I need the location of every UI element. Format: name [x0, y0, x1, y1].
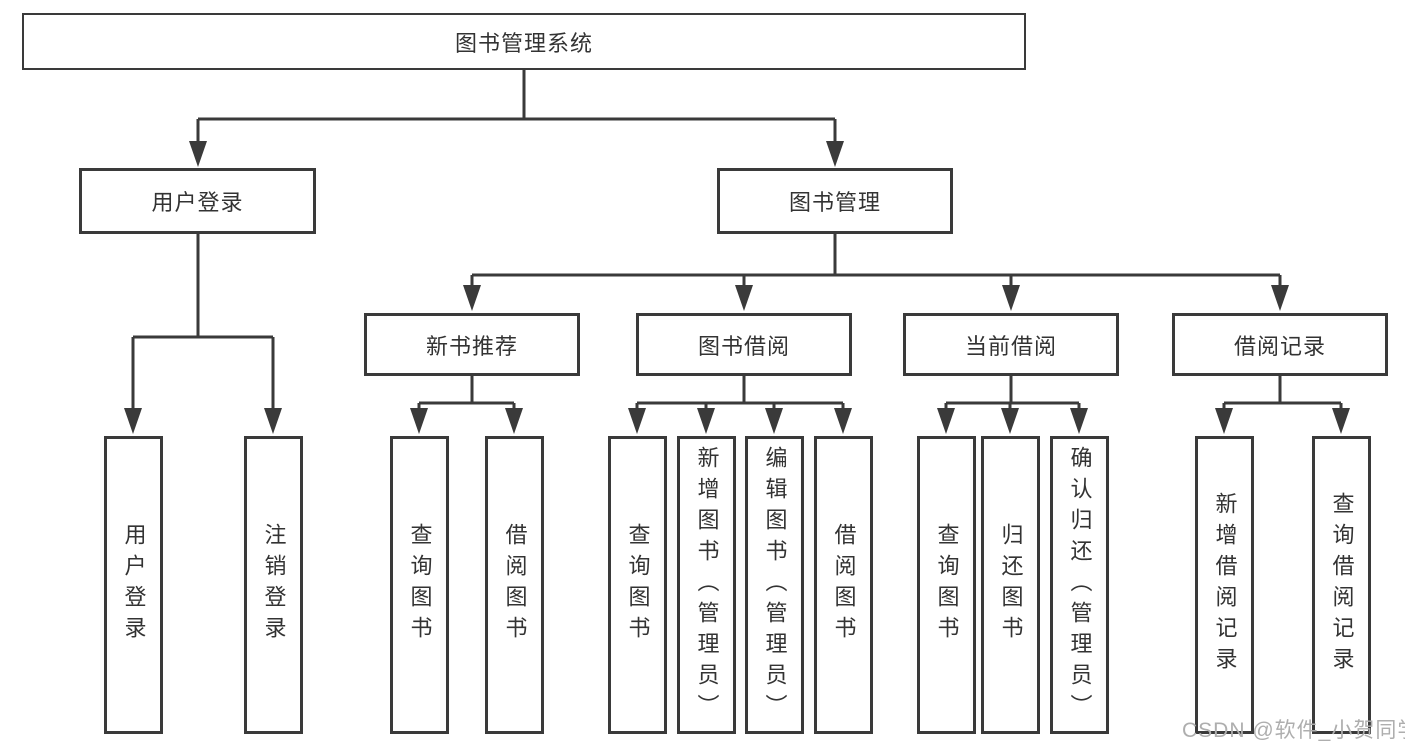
node-user-login: 用户登录 [79, 168, 316, 234]
node-label: 新增图书（管理员） [694, 445, 720, 725]
leaf-borrow-query-book: 查询图书 [608, 436, 667, 734]
arrow-down-icon [264, 408, 282, 434]
node-label: 图书管理系统 [454, 30, 593, 56]
node-label: 借阅图书 [831, 523, 857, 647]
arrow-down-icon [1070, 408, 1088, 434]
arrow-down-icon [628, 408, 646, 434]
node-label: 图书借阅 [697, 333, 790, 359]
node-book-management: 图书管理 [717, 168, 953, 234]
arrow-down-icon [410, 408, 428, 434]
node-label: 查询图书 [407, 523, 433, 647]
arrow-down-icon [1002, 285, 1020, 311]
arrow-down-icon [834, 408, 852, 434]
leaf-logout: 注销登录 [244, 436, 303, 734]
arrow-down-icon [505, 408, 523, 434]
arrow-down-icon [765, 408, 783, 434]
leaf-records-add-record: 新增借阅记录 [1195, 436, 1254, 734]
arrow-down-icon [189, 141, 207, 167]
node-root-library-system: 图书管理系统 [22, 13, 1026, 70]
arrow-down-icon [124, 408, 142, 434]
node-label: 新书推荐 [425, 333, 518, 359]
leaf-current-return-book: 归还图书 [981, 436, 1040, 734]
node-label: 确认归还（管理员） [1067, 445, 1093, 725]
leaf-borrow-add-book-admin: 新增图书（管理员） [677, 436, 736, 734]
arrow-down-icon [1332, 408, 1350, 434]
node-label: 图书管理 [788, 190, 881, 215]
leaf-user-login: 用户登录 [104, 436, 163, 734]
arrow-down-icon [1215, 408, 1233, 434]
node-current-borrow: 当前借阅 [903, 313, 1119, 376]
arrow-down-icon [1001, 408, 1019, 434]
leaf-records-query-record: 查询借阅记录 [1312, 436, 1371, 734]
leaf-borrow-borrow-book: 借阅图书 [814, 436, 873, 734]
node-label: 归还图书 [998, 523, 1024, 647]
node-label: 用户登录 [151, 190, 244, 215]
node-label: 查询图书 [934, 523, 960, 647]
node-label: 查询借阅记录 [1329, 492, 1355, 678]
node-label: 借阅记录 [1233, 333, 1326, 359]
node-label: 借阅图书 [502, 523, 528, 647]
node-label: 当前借阅 [964, 333, 1057, 359]
arrow-down-icon [937, 408, 955, 434]
node-label: 新增借阅记录 [1212, 492, 1238, 678]
leaf-current-confirm-return-admin: 确认归还（管理员） [1050, 436, 1109, 734]
node-label: 查询图书 [625, 523, 651, 647]
csdn-watermark: CSDN @软件_小贺同学 [1182, 719, 1405, 742]
leaf-current-query-book: 查询图书 [917, 436, 976, 734]
node-label: 编辑图书（管理员） [762, 445, 788, 725]
leaf-newbook-query-book: 查询图书 [390, 436, 449, 734]
arrow-down-icon [826, 141, 844, 167]
arrow-down-icon [1271, 285, 1289, 311]
node-borrow-records: 借阅记录 [1172, 313, 1388, 376]
node-label: 用户登录 [121, 523, 147, 647]
node-book-borrow: 图书借阅 [636, 313, 852, 376]
leaf-newbook-borrow-book: 借阅图书 [485, 436, 544, 734]
node-label: 注销登录 [261, 523, 287, 647]
arrow-down-icon [697, 408, 715, 434]
node-new-book-recommend: 新书推荐 [364, 313, 580, 376]
leaf-borrow-edit-book-admin: 编辑图书（管理员） [745, 436, 804, 734]
arrow-down-icon [463, 285, 481, 311]
arrow-down-icon [735, 285, 753, 311]
